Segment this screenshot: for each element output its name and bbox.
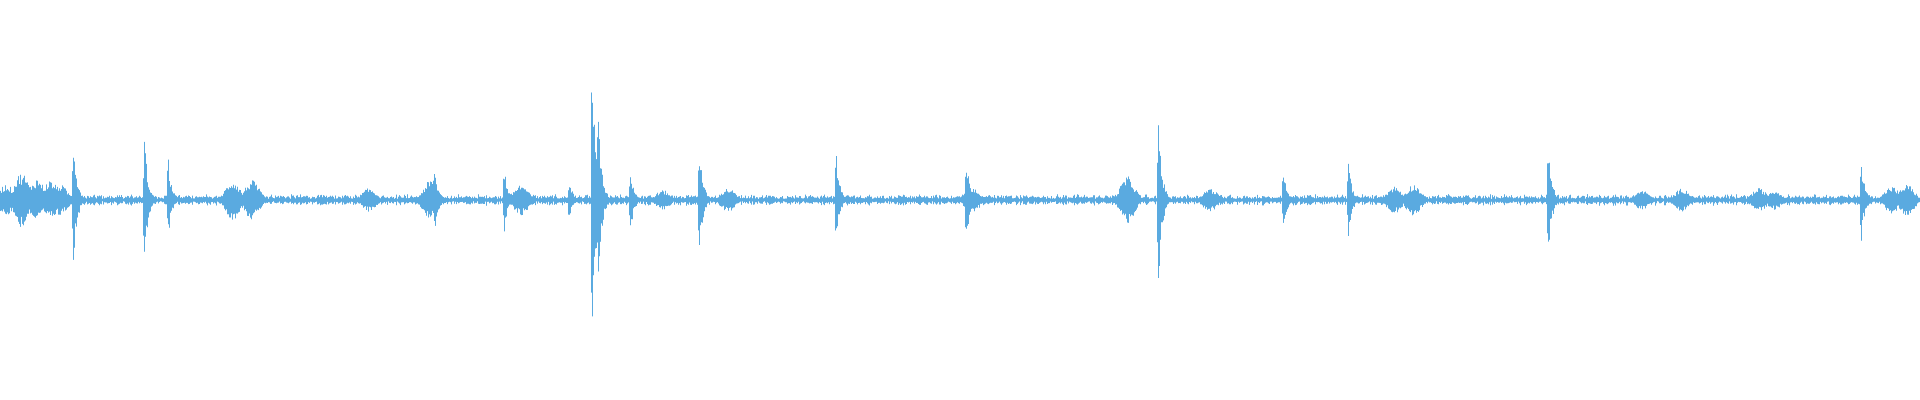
waveform-samples bbox=[0, 92, 1920, 317]
waveform-trace bbox=[0, 92, 1920, 317]
